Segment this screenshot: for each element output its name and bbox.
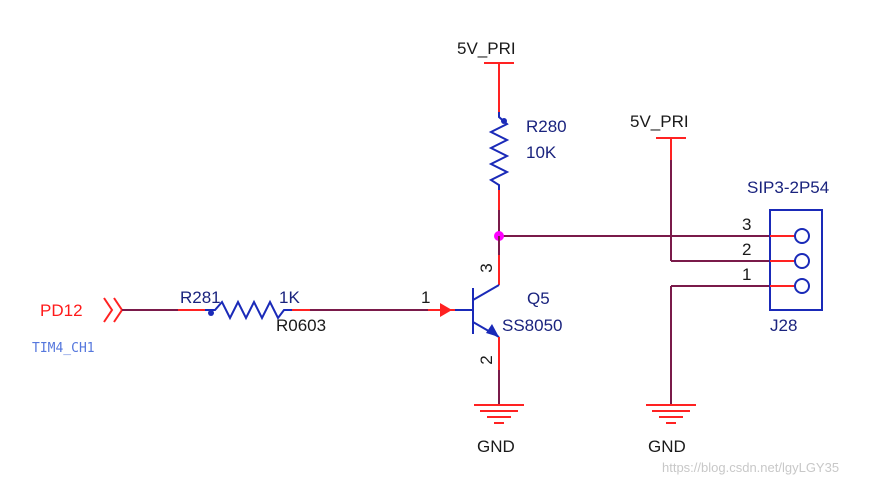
r281-ref: R281 xyxy=(180,288,221,307)
r281-value: 1K xyxy=(279,288,300,307)
power-symbol-right: 5V_PRI xyxy=(630,112,689,160)
gnd-label-left: GND xyxy=(477,437,515,456)
ground-symbol-right: GND xyxy=(646,404,696,456)
pin3-socket xyxy=(794,228,810,244)
power-label-right: 5V_PRI xyxy=(630,112,689,131)
power-symbol-top: 5V_PRI xyxy=(457,39,516,95)
q5-pin-collector: 3 xyxy=(477,263,496,272)
j28-part: SIP3-2P54 xyxy=(747,178,829,197)
pin2-socket xyxy=(794,253,810,269)
net-label: TIM4_CH1 xyxy=(32,341,95,356)
watermark: https://blog.csdn.net/lgyLGY35 xyxy=(662,460,839,475)
pin1-socket xyxy=(794,278,810,294)
resistor-r280: R280 10K xyxy=(488,112,567,190)
input-port-pd12: PD12 TIM4_CH1 xyxy=(32,297,124,356)
gnd-label-right: GND xyxy=(648,437,686,456)
ground-symbol-left: GND xyxy=(474,404,524,456)
resistor-r281: R281 1K R0603 xyxy=(180,288,326,335)
port-label: PD12 xyxy=(40,301,83,320)
q5-pin-base: 1 xyxy=(421,288,430,307)
r281-footprint: R0603 xyxy=(276,316,326,335)
j28-pin3: 3 xyxy=(742,215,751,234)
pin1-dot xyxy=(501,118,507,124)
r280-value: 10K xyxy=(526,143,557,162)
q5-part: SS8050 xyxy=(502,316,563,335)
transistor-q5: Q5 SS8050 xyxy=(455,284,563,338)
j28-pin1: 1 xyxy=(742,265,751,284)
r280-ref: R280 xyxy=(526,117,567,136)
q5-pin-emitter: 2 xyxy=(477,355,496,364)
connector-j28: 3 2 1 SIP3-2P54 J28 xyxy=(742,178,829,335)
power-label-top: 5V_PRI xyxy=(457,39,516,58)
q5-ref: Q5 xyxy=(527,289,550,308)
pin1-dot xyxy=(208,310,214,316)
base-arrow xyxy=(440,303,452,317)
j28-pin2: 2 xyxy=(742,240,751,259)
j28-ref: J28 xyxy=(770,316,797,335)
